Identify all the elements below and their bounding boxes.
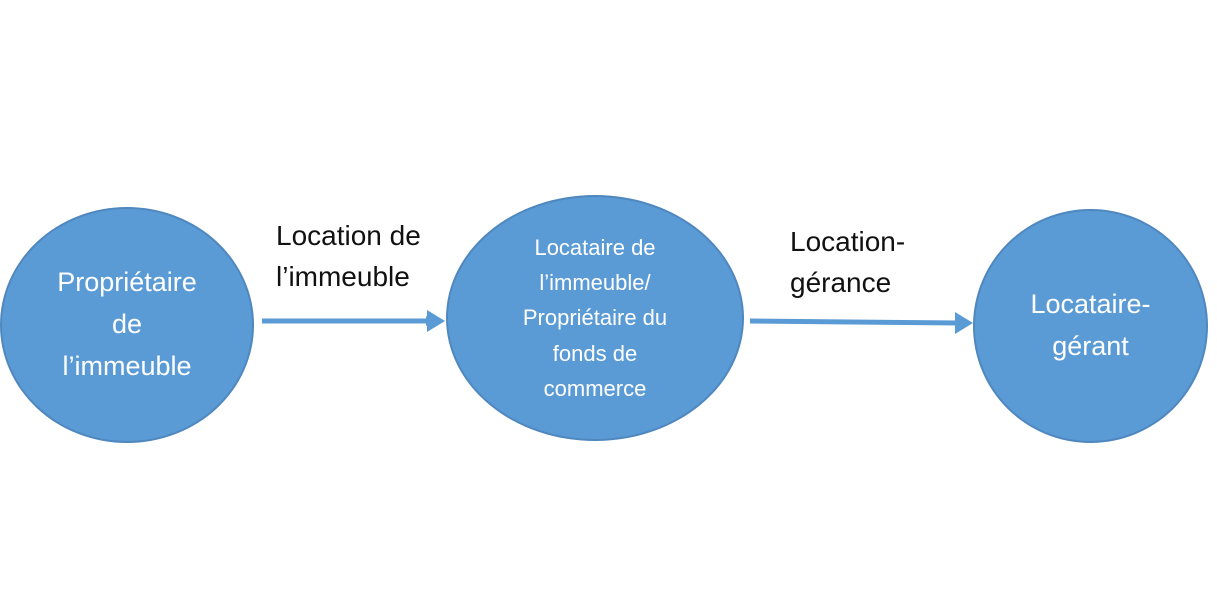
- node-tenant: Locataire de l’immeuble/ Propriétaire du…: [446, 195, 744, 441]
- node-owner: Propriétaire de l’immeuble: [0, 207, 254, 443]
- node-manager: Locataire- gérant: [973, 209, 1208, 443]
- edge-label-owner-to-tenant: Location de l’immeuble: [276, 220, 421, 292]
- arrowhead-tenant-to-manager: [955, 312, 973, 334]
- arrowhead-owner-to-tenant: [427, 310, 445, 332]
- node-owner-label: Propriétaire de l’immeuble: [57, 267, 197, 381]
- node-manager-label: Locataire- gérant: [1030, 289, 1151, 361]
- node-tenant-label: Locataire de l’immeuble/ Propriétaire du…: [522, 235, 668, 401]
- arrow-tenant-to-manager: [749, 318, 961, 326]
- edge-label-tenant-to-manager: Location- gérance: [790, 226, 906, 298]
